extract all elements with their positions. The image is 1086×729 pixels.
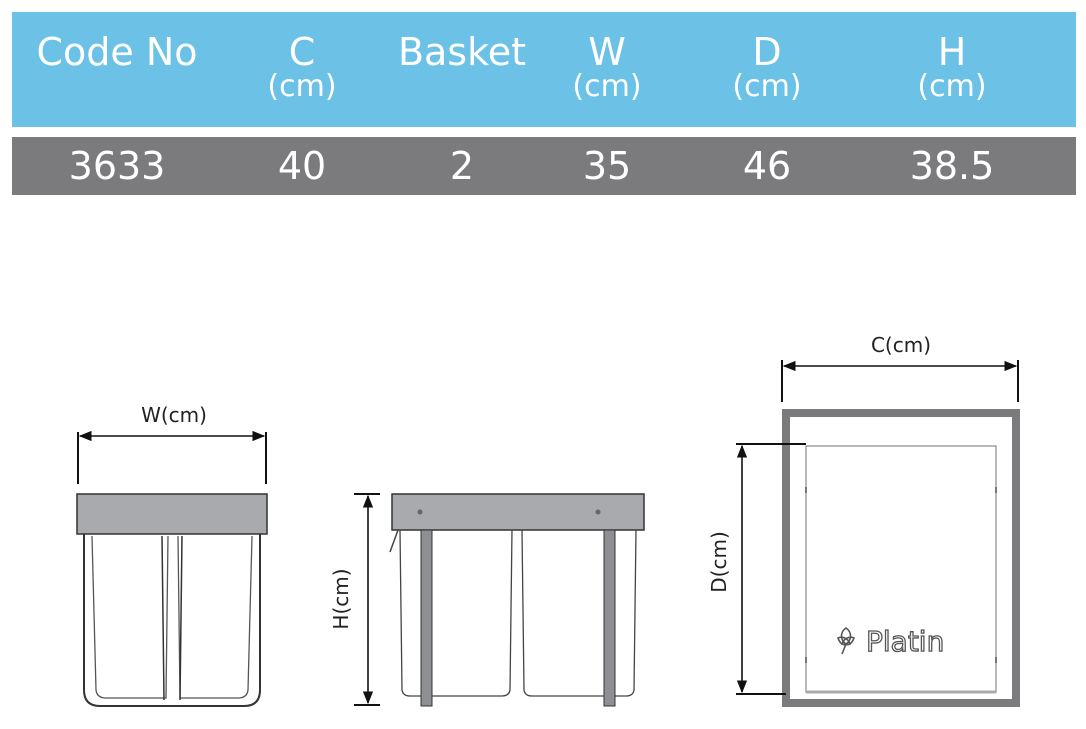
side-screw-right [595, 509, 601, 515]
top-view-drawing: C(cm) D(cm) Platin [707, 333, 1020, 707]
header-w: W (cm) [572, 30, 642, 104]
spec-table-header: Code No C (cm) Basket W (cm) D (cm) H (c… [12, 12, 1076, 127]
front-frame [83, 534, 261, 707]
front-basket-left [91, 535, 169, 699]
front-view-drawing: W(cm) [76, 403, 268, 707]
top-width-label: C(cm) [871, 333, 931, 357]
front-divider-left [161, 535, 165, 701]
cabinet-insert [805, 445, 997, 693]
side-post-left [420, 529, 433, 707]
front-basket-right [177, 535, 253, 699]
header-code-no: Code No [36, 30, 198, 74]
side-bin-right [521, 529, 637, 697]
header-basket: Basket [397, 30, 527, 74]
side-height-label: H(cm) [329, 568, 353, 629]
value-w: 35 [582, 144, 632, 188]
header-d: D (cm) [732, 30, 802, 104]
side-bin-left [399, 529, 513, 697]
value-code-no: 3633 [68, 144, 166, 188]
value-h: 38.5 [909, 144, 995, 188]
leaf-icon [837, 627, 855, 655]
side-view-drawing: H(cm) [329, 493, 645, 707]
front-divider-right [179, 535, 183, 701]
side-post-right [603, 529, 616, 707]
value-d: 46 [742, 144, 792, 188]
platin-logo-text: Platin [866, 625, 944, 658]
side-rail [391, 493, 645, 531]
spec-table-row: 3633 40 2 35 46 38.5 [12, 137, 1076, 195]
side-screw-left [417, 509, 423, 515]
front-width-label: W(cm) [141, 403, 207, 427]
header-h: H (cm) [917, 30, 987, 104]
side-hook [389, 529, 399, 553]
value-c: 40 [277, 144, 327, 188]
top-depth-label: D(cm) [707, 531, 731, 592]
header-c: C (cm) [267, 30, 337, 104]
front-rail [76, 493, 268, 535]
cabinet-frame [782, 409, 1020, 707]
value-basket: 2 [449, 144, 475, 188]
platin-logo: Platin [837, 624, 945, 659]
